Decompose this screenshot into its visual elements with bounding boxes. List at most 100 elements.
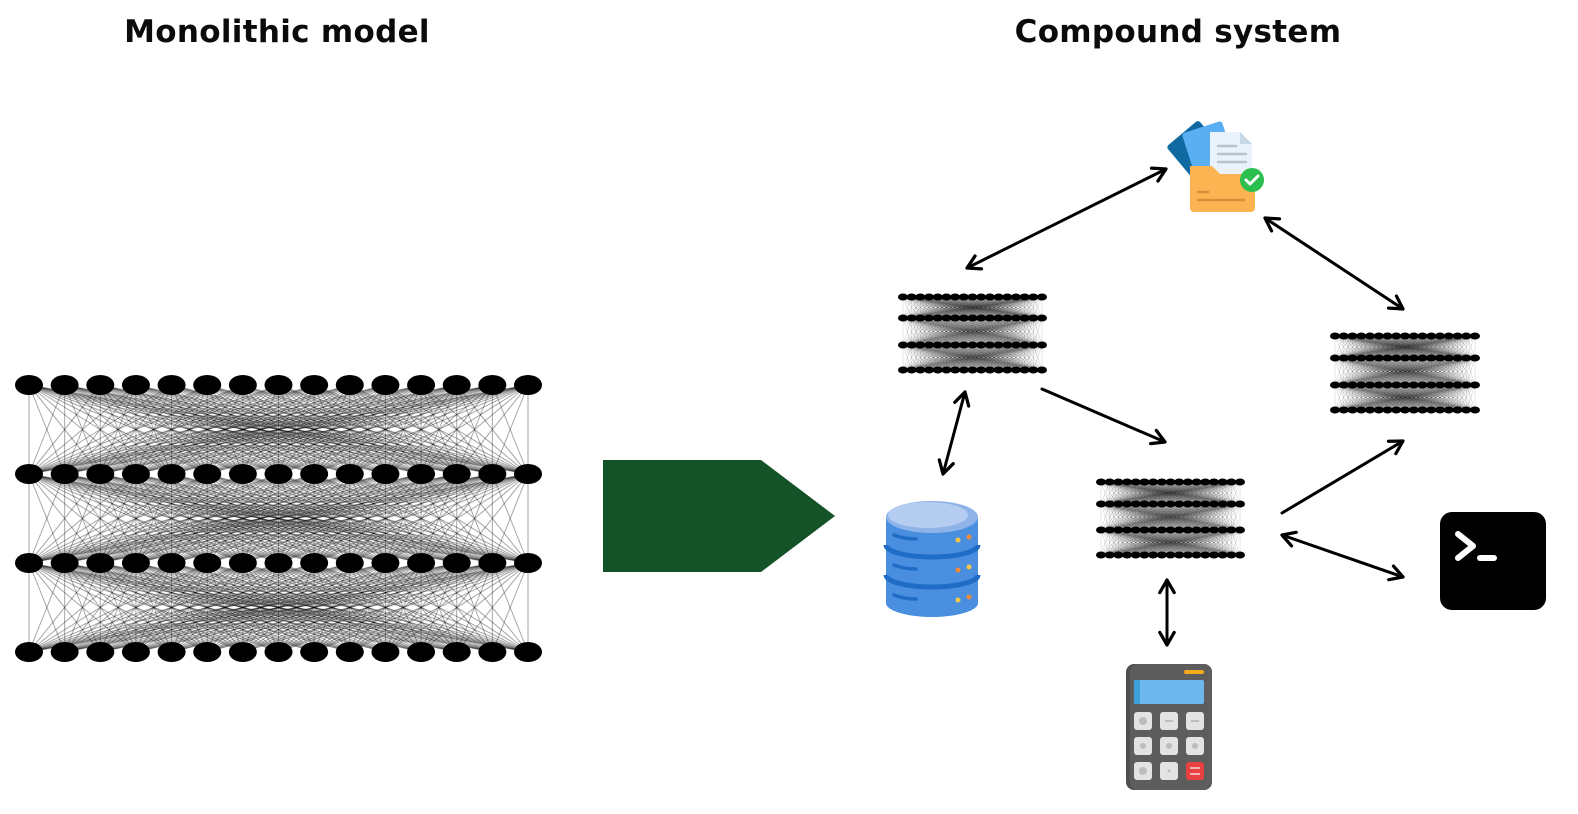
network-node bbox=[1037, 293, 1047, 301]
network-node bbox=[1113, 478, 1124, 486]
network-node bbox=[1139, 478, 1150, 486]
model-b-network bbox=[1096, 478, 1245, 559]
network-node bbox=[228, 375, 257, 395]
network-node bbox=[1037, 314, 1047, 322]
network-node bbox=[1408, 381, 1419, 389]
network-node bbox=[1002, 341, 1013, 349]
network-node bbox=[906, 293, 917, 301]
network-node bbox=[1122, 551, 1133, 559]
network-node bbox=[514, 553, 542, 573]
network-node bbox=[264, 464, 293, 484]
network-node bbox=[1461, 354, 1472, 362]
network-node bbox=[1019, 293, 1030, 301]
network-node bbox=[121, 553, 150, 573]
network-node bbox=[228, 464, 257, 484]
network-node bbox=[300, 464, 329, 484]
arrow-documents-model-c bbox=[1263, 216, 1405, 311]
network-node bbox=[1461, 381, 1472, 389]
network-node bbox=[958, 366, 969, 374]
folder-documents-icon bbox=[1167, 121, 1264, 212]
network-node bbox=[50, 464, 79, 484]
network-node bbox=[15, 553, 43, 573]
network-node bbox=[1165, 526, 1176, 534]
network-node bbox=[1096, 500, 1106, 508]
network-node bbox=[442, 642, 471, 662]
network-node bbox=[335, 553, 364, 573]
compound-system-title: Compound system bbox=[1014, 14, 1342, 50]
network-node bbox=[1235, 500, 1245, 508]
network-node bbox=[967, 366, 978, 374]
network-node bbox=[478, 642, 507, 662]
network-node bbox=[335, 375, 364, 395]
terminal-icon bbox=[1440, 512, 1546, 610]
network-node bbox=[1338, 354, 1349, 362]
database-icon bbox=[883, 501, 981, 617]
network-node bbox=[1408, 406, 1419, 414]
network-node bbox=[924, 341, 935, 349]
network-node bbox=[924, 293, 935, 301]
network-node bbox=[1002, 293, 1013, 301]
network-node bbox=[228, 553, 257, 573]
model-a-network bbox=[898, 293, 1047, 374]
network-node bbox=[1217, 551, 1228, 559]
network-node bbox=[1435, 381, 1445, 389]
network-node bbox=[1426, 354, 1437, 362]
network-node bbox=[993, 314, 1004, 322]
network-node bbox=[1391, 381, 1402, 389]
network-node bbox=[941, 314, 952, 322]
network-node bbox=[1217, 478, 1228, 486]
network-node bbox=[898, 293, 908, 301]
network-node bbox=[1165, 551, 1176, 559]
network-node bbox=[514, 464, 542, 484]
network-node bbox=[1182, 478, 1193, 486]
network-node bbox=[1200, 526, 1211, 534]
network-node bbox=[1104, 500, 1115, 508]
network-node bbox=[1010, 341, 1021, 349]
network-node bbox=[514, 375, 542, 395]
network-node bbox=[915, 341, 926, 349]
network-node bbox=[1156, 500, 1167, 508]
network-node bbox=[1148, 526, 1159, 534]
network-connections bbox=[1100, 481, 1241, 556]
network-node bbox=[1028, 293, 1039, 301]
network-node bbox=[1226, 478, 1237, 486]
network-node bbox=[1174, 478, 1185, 486]
network-node bbox=[1235, 551, 1245, 559]
network-node bbox=[1182, 500, 1193, 508]
network-node bbox=[514, 642, 542, 662]
network-node bbox=[264, 642, 293, 662]
network-node bbox=[407, 464, 436, 484]
network-node bbox=[1156, 551, 1167, 559]
network-node bbox=[941, 341, 952, 349]
network-node bbox=[193, 375, 222, 395]
network-node bbox=[1391, 406, 1402, 414]
network-node bbox=[228, 642, 257, 662]
network-node bbox=[157, 375, 186, 395]
network-node bbox=[1365, 354, 1375, 362]
network-node bbox=[1373, 406, 1384, 414]
network-node bbox=[932, 293, 943, 301]
network-node bbox=[1200, 551, 1211, 559]
network-node bbox=[1130, 551, 1141, 559]
network-node bbox=[950, 293, 961, 301]
network-node bbox=[1330, 406, 1340, 414]
network-node bbox=[1400, 332, 1410, 340]
network-node bbox=[1330, 354, 1340, 362]
network-node bbox=[1165, 500, 1176, 508]
network-node bbox=[407, 553, 436, 573]
network-node bbox=[157, 464, 186, 484]
network-node bbox=[371, 642, 400, 662]
network-node bbox=[1217, 500, 1228, 508]
network-node bbox=[898, 366, 908, 374]
network-node bbox=[1010, 293, 1021, 301]
network-node bbox=[1408, 354, 1419, 362]
network-node bbox=[950, 314, 961, 322]
network-node bbox=[1191, 526, 1202, 534]
network-node bbox=[1002, 366, 1013, 374]
network-node bbox=[1182, 551, 1193, 559]
network-node bbox=[442, 375, 471, 395]
network-node bbox=[1365, 406, 1375, 414]
network-node bbox=[1400, 354, 1410, 362]
network-node bbox=[121, 464, 150, 484]
network-node bbox=[941, 366, 952, 374]
